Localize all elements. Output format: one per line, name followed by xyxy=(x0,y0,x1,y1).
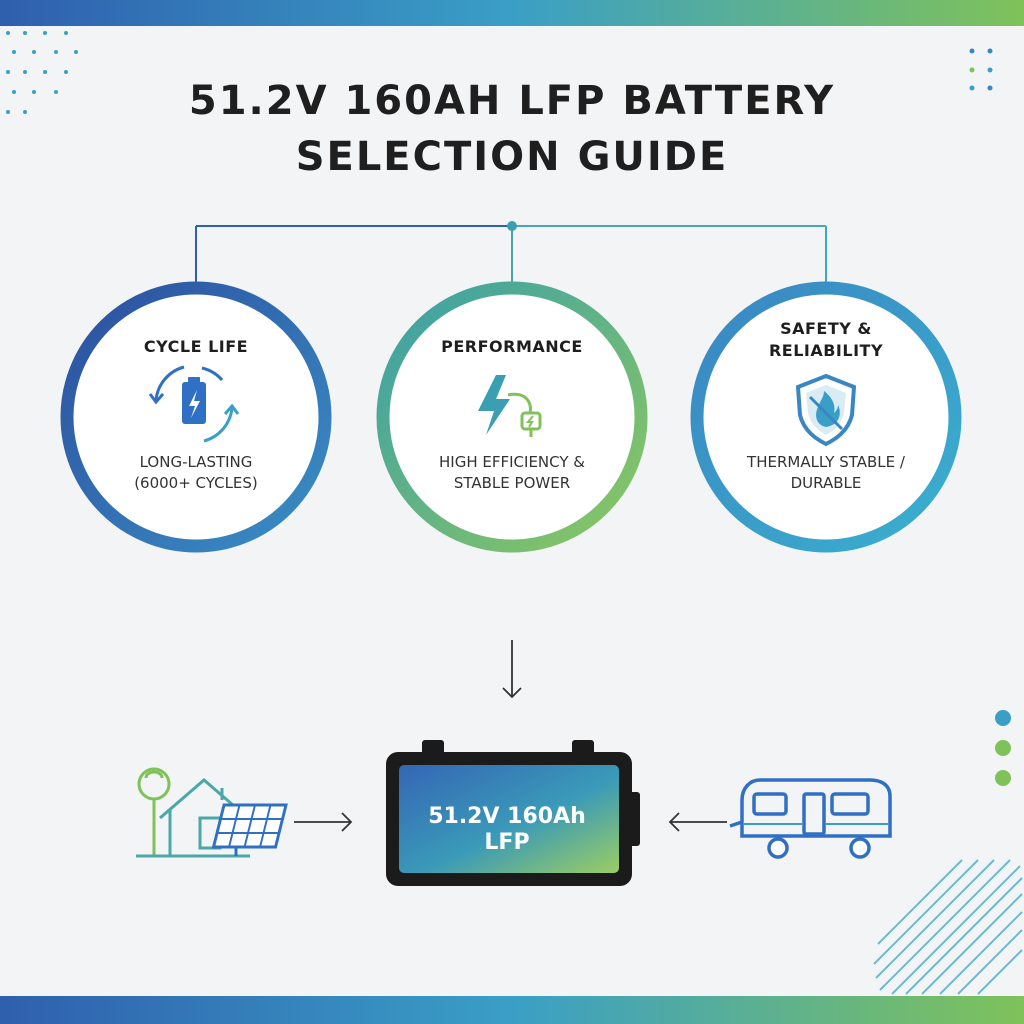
right-arrow-left-side xyxy=(294,812,353,832)
card-desc-safety-line1: THERMALLY STABLE / xyxy=(747,453,905,471)
down-arrow xyxy=(502,640,522,699)
lightning-plug-icon xyxy=(478,375,542,437)
battery-graphic xyxy=(386,740,640,886)
card-ring-performance xyxy=(376,281,648,553)
battery-label-line2: LFP xyxy=(484,830,530,855)
page-title-line1: 51.2V 160Ah LFP BATTERY xyxy=(188,78,836,124)
card-desc-cycle-life: LONG-LASTING (6000+ CYCLES) xyxy=(86,452,306,494)
card-desc-cycle-life-line2: (6000+ CYCLES) xyxy=(134,474,258,492)
connector-lines xyxy=(195,225,827,283)
card-heading-safety-line2: RELIABILITY xyxy=(768,341,884,360)
top-gradient-bar xyxy=(0,0,1024,26)
card-heading-safety-line1: SAFETY & xyxy=(780,319,872,338)
solar-panel-icon xyxy=(211,803,288,849)
card-desc-cycle-life-line1: LONG-LASTING xyxy=(139,453,253,471)
decor-dots-top-left xyxy=(6,31,78,114)
card-heading-safety: SAFETY & RELIABILITY xyxy=(726,318,926,362)
card-desc-performance-line2: STABLE POWER xyxy=(453,474,571,492)
card-heading-performance: PERFORMANCE xyxy=(441,337,583,356)
decor-hatch-bottom-right xyxy=(873,859,1023,995)
card-desc-safety-line2: DURABLE xyxy=(790,474,862,492)
left-arrow-right-side xyxy=(668,812,727,832)
card-desc-performance: HIGH EFFICIENCY & STABLE POWER xyxy=(402,452,622,494)
battery-label-line1: 51.2V 160Ah xyxy=(428,804,586,829)
battery-label: 51.2V 160Ah LFP xyxy=(402,804,612,856)
decor-dots-right xyxy=(995,710,1011,786)
battery-cycle-icon xyxy=(148,365,240,443)
decor-dots-top-right xyxy=(969,48,993,91)
fire-shield-icon xyxy=(795,373,857,447)
card-desc-performance-line1: HIGH EFFICIENCY & xyxy=(439,453,585,471)
page-title-line2: SELECTION GUIDE xyxy=(295,134,729,180)
card-desc-safety: THERMALLY STABLE / DURABLE xyxy=(716,452,936,494)
card-heading-cycle-life: CYCLE LIFE xyxy=(143,337,249,356)
connector-node xyxy=(507,221,517,231)
rv-camper-icon xyxy=(729,778,892,859)
bottom-gradient-bar xyxy=(0,996,1024,1024)
